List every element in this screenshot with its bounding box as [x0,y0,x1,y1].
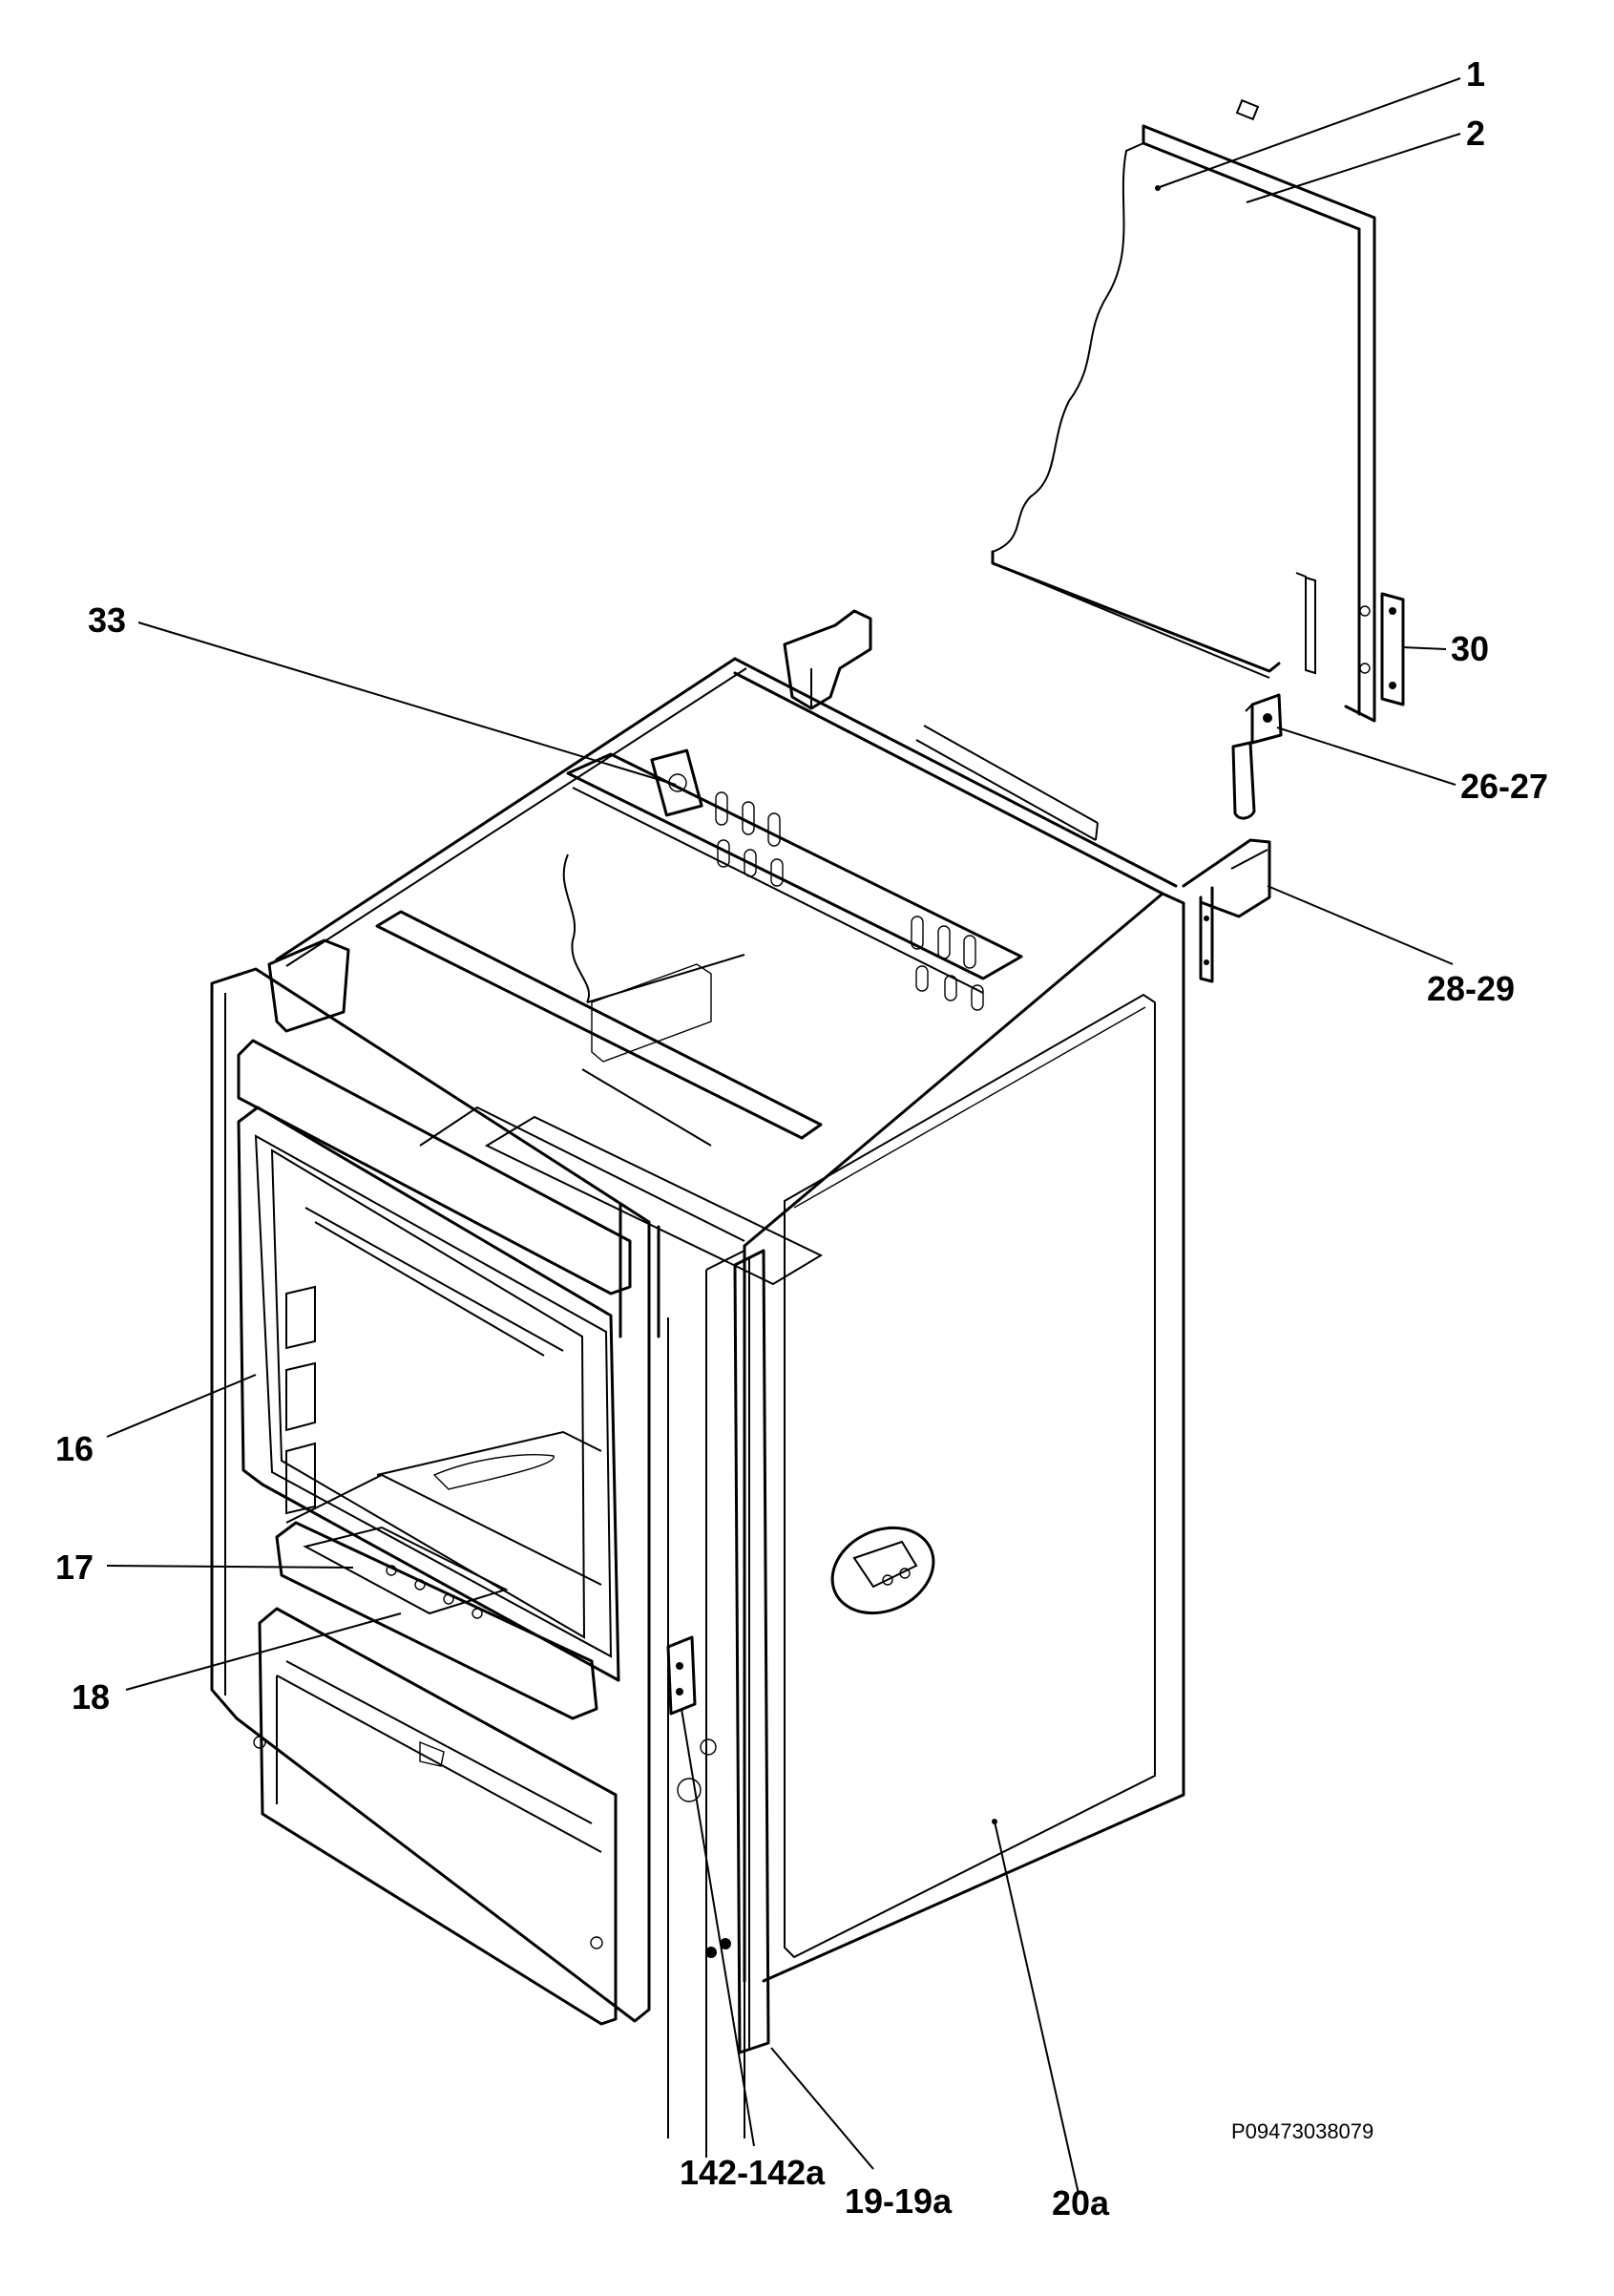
rear-panel [991,98,1405,723]
cabinet-body [210,609,1185,2158]
leader-lines [106,77,1461,2195]
callout-16: 16 [55,1429,94,1468]
hinge-26-27 [1231,693,1283,820]
drawing-reference-number: P09473038079 [1231,2119,1374,2143]
callout-28-29: 28-29 [1427,969,1516,1008]
callout-30: 30 [1451,629,1490,668]
callout-17: 17 [55,1548,94,1587]
callout-142-142a: 142-142a [680,2153,826,2192]
callout-1: 1 [1466,54,1486,94]
callout-33: 33 [88,600,127,640]
callout-19-19a: 19-19a [845,2181,953,2221]
callout-18: 18 [72,1677,111,1717]
callout-2: 2 [1466,114,1486,153]
callout-20a: 20a [1052,2183,1110,2222]
callout-26-27: 26-27 [1460,767,1549,806]
hinge-28-29 [1182,838,1271,983]
